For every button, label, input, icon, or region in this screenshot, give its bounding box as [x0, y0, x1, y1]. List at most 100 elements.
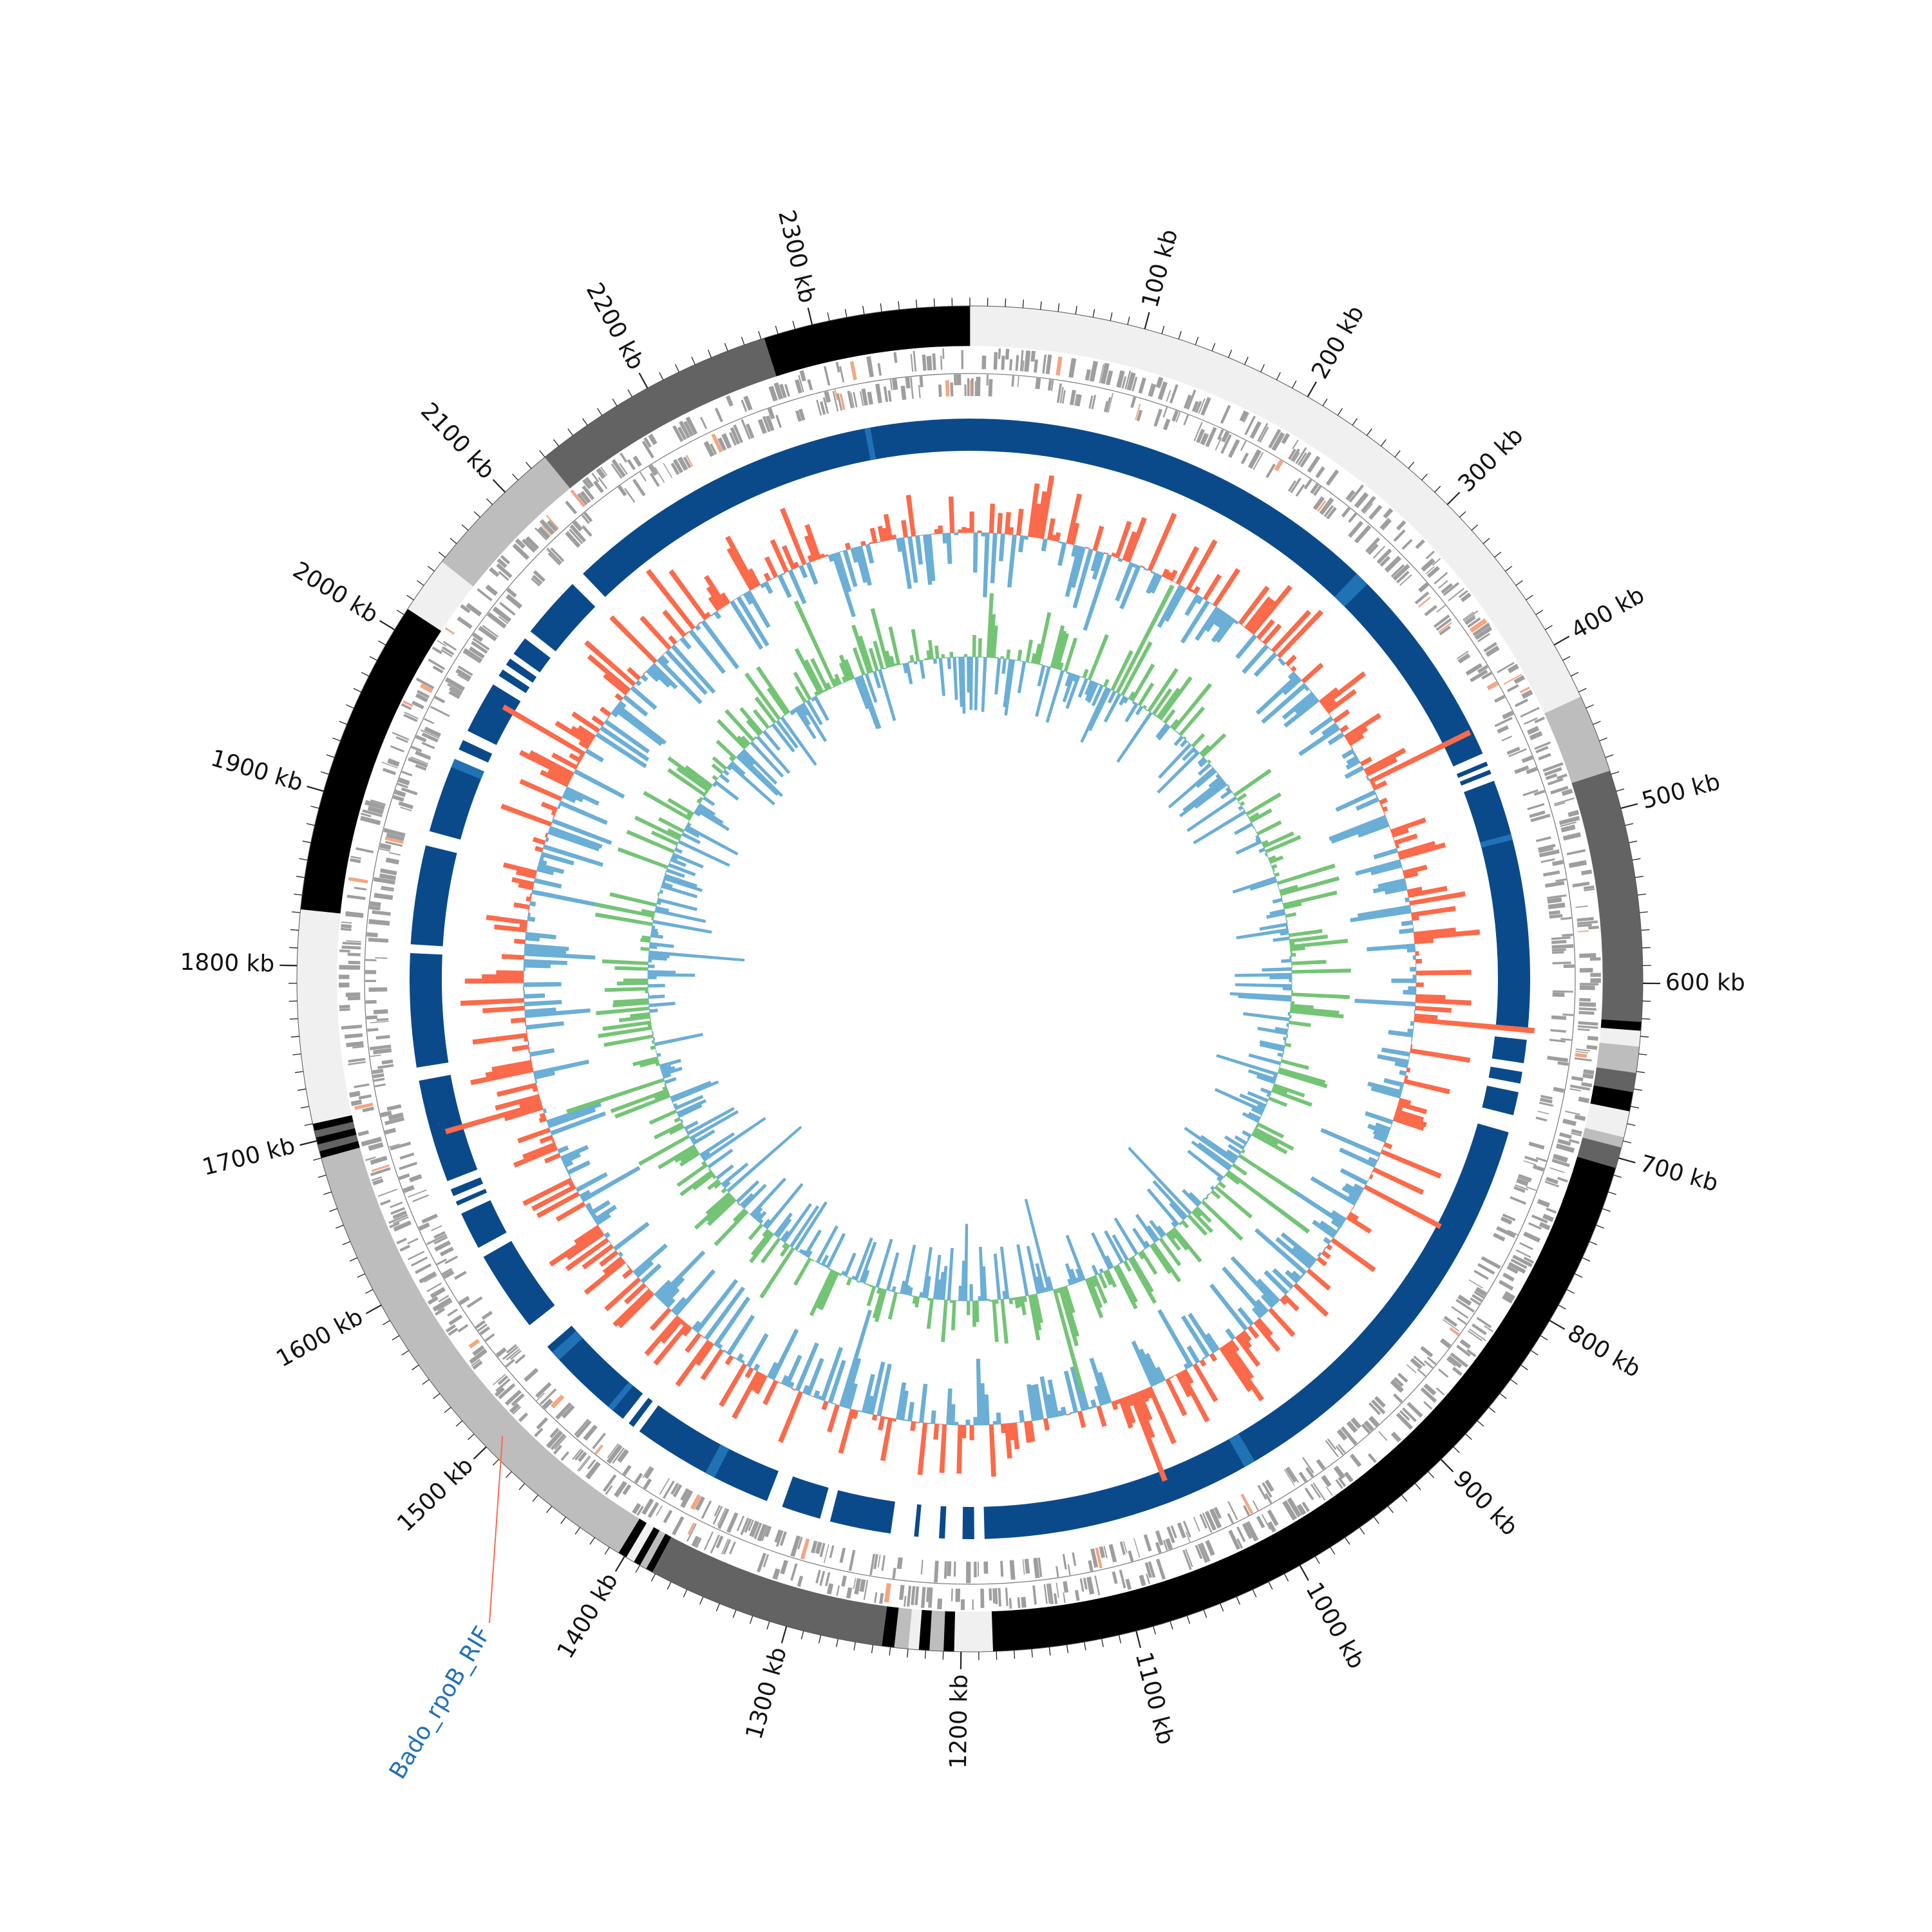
- gene-feature: [677, 457, 688, 471]
- gene-feature: [1119, 1541, 1126, 1555]
- annotation-leader-line: [489, 1435, 504, 1624]
- minor-tick: [1526, 594, 1533, 601]
- gene-feature: [1112, 1571, 1118, 1584]
- gene-feature: [369, 1045, 392, 1050]
- contig-segment: [929, 1610, 945, 1652]
- gene-feature: [1539, 1097, 1553, 1104]
- gene-feature: [1046, 1584, 1051, 1604]
- gene-feature: [1464, 614, 1475, 623]
- gene-feature: [593, 480, 604, 493]
- gene-feature: [797, 1575, 804, 1587]
- minor-tick: [1637, 893, 1646, 896]
- gene-feature: [460, 604, 471, 614]
- gene-feature: [444, 677, 466, 692]
- gene-feature: [837, 393, 843, 411]
- gene-feature: [877, 363, 882, 376]
- gene-feature: [1378, 1431, 1388, 1441]
- gene-feature: [360, 812, 372, 818]
- minor-tick: [1195, 336, 1199, 345]
- gene-feature: [398, 1173, 410, 1180]
- gene-feature: [632, 1502, 641, 1515]
- gene-feature: [1543, 870, 1560, 877]
- gene-feature: [1148, 1561, 1156, 1578]
- gene-feature: [468, 646, 485, 659]
- gene-feature: [1062, 1554, 1067, 1570]
- gene-feature: [354, 1083, 370, 1088]
- gene-feature: [1015, 355, 1019, 371]
- minor-tick: [862, 306, 865, 315]
- minor-tick: [1641, 929, 1650, 931]
- tick-label: 1300 kb: [741, 1644, 791, 1742]
- gene-feature: [1335, 1479, 1343, 1490]
- minor-tick: [1110, 312, 1113, 321]
- gene-feature: [587, 1459, 596, 1470]
- gene-feature: [972, 1599, 974, 1610]
- gene-feature: [376, 1018, 389, 1021]
- gene-feature: [659, 1478, 670, 1495]
- gene-feature: [937, 1598, 943, 1610]
- gene-feature: [1423, 1401, 1433, 1410]
- minor-tick: [1602, 1208, 1611, 1212]
- minor-tick: [1471, 524, 1479, 531]
- minor-tick: [1639, 911, 1648, 913]
- gene-feature: [1043, 1584, 1048, 1604]
- minor-tick: [342, 1241, 351, 1245]
- gene-feature: [1523, 717, 1538, 725]
- gc-content-area-negative: [523, 532, 1417, 1426]
- gene-feature: [859, 1578, 866, 1593]
- gene-feature: [1435, 618, 1452, 631]
- gene-feature: [582, 525, 592, 537]
- minor-tick: [1283, 1573, 1289, 1582]
- gene-feature: [892, 1567, 896, 1579]
- gene-feature: [745, 423, 755, 439]
- gene-feature: [1494, 717, 1513, 728]
- gene-feature: [415, 735, 427, 743]
- minor-tick: [298, 1088, 307, 1091]
- gene-feature: [1132, 376, 1138, 392]
- gene-feature: [1522, 789, 1539, 797]
- minor-tick: [427, 565, 435, 572]
- gene-feature: [649, 472, 660, 487]
- gene-feature: [389, 852, 401, 856]
- gene-feature: [542, 525, 552, 536]
- blast-hit-block: [583, 419, 970, 597]
- blast-hit-block: [429, 759, 484, 840]
- minor-tick: [1291, 380, 1297, 388]
- gene-feature: [436, 1258, 448, 1265]
- gene-feature: [448, 1327, 459, 1336]
- gene-feature: [1287, 1466, 1300, 1483]
- minor-tick: [1482, 538, 1490, 544]
- gene-feature: [807, 379, 813, 391]
- blast-hit-highlight: [552, 1331, 583, 1360]
- major-tick: [473, 1446, 487, 1460]
- gene-feature: [1162, 418, 1171, 431]
- gene-feature: [1544, 880, 1565, 888]
- gene-feature: [680, 1488, 690, 1501]
- gene-feature: [415, 764, 427, 771]
- gene-feature: [434, 1240, 451, 1252]
- gene-feature: [928, 1587, 933, 1608]
- minor-tick: [1414, 1483, 1421, 1490]
- minor-tick: [339, 721, 347, 725]
- gene-feature: [344, 1033, 363, 1039]
- gene-feature: [381, 761, 398, 769]
- gene-feature: [1000, 1560, 1004, 1577]
- gene-feature: [690, 1494, 701, 1510]
- gene-feature: [511, 1393, 525, 1406]
- gene-feature: [779, 1531, 787, 1546]
- gene-feature: [1507, 663, 1519, 674]
- gene-feature: [1193, 1517, 1200, 1532]
- tick-label: 900 kb: [1448, 1466, 1523, 1541]
- gene-feature: [349, 1090, 361, 1098]
- minor-tick: [659, 372, 664, 381]
- gene-feature: [1354, 492, 1369, 509]
- contig-segment: [296, 909, 352, 1124]
- gene-feature: [1537, 1110, 1549, 1115]
- gene-feature: [411, 1256, 428, 1267]
- gene-feature: [371, 1176, 383, 1182]
- gene-feature: [1262, 1482, 1273, 1498]
- gene-feature: [346, 940, 361, 943]
- gene-feature: [421, 741, 435, 750]
- gene-feature: [976, 377, 981, 397]
- major-tick: [1135, 1631, 1142, 1649]
